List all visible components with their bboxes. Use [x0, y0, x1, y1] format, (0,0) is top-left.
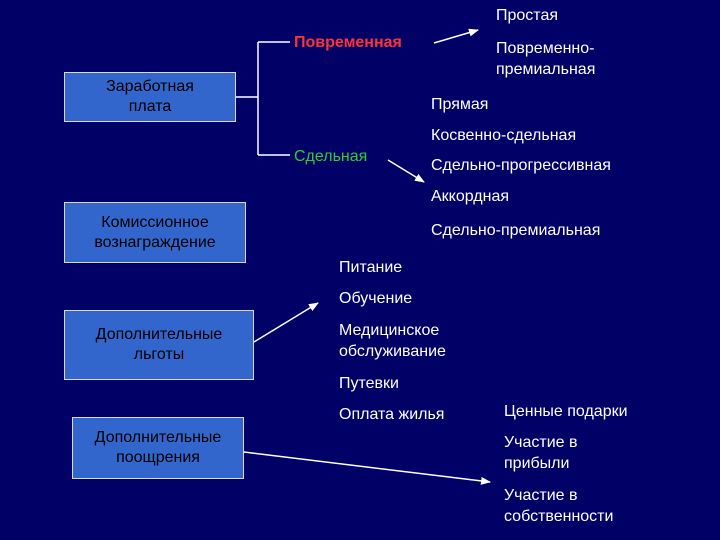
incentives-to-items-arrow: [243, 451, 491, 485]
incentive-item-profit-share: Участие в прибыли: [504, 434, 578, 472]
piece-rate-to-items-arrow: [387, 159, 425, 183]
benefits-box: Дополнительные льготы: [64, 310, 254, 380]
piece-rate-item-direct: Прямая: [431, 96, 489, 113]
commission-box: Комиссионное вознаграждение: [64, 202, 246, 263]
incentive-item-gifts: Ценные подарки: [504, 403, 628, 420]
time-based-to-items-arrow: [433, 28, 479, 44]
salary-box: Заработная плата: [64, 72, 236, 122]
piece-rate-item-lump-sum: Аккордная: [431, 188, 510, 205]
piece-rate-item-premium: Сдельно-премиальная: [431, 222, 601, 239]
benefit-item-food: Питание: [339, 259, 403, 276]
time-based-item-simple: Простая: [496, 7, 559, 24]
piece-rate-item-progressive: Сдельно-прогрессивная: [431, 157, 611, 174]
piece-rate-label: Сдельная: [294, 148, 368, 165]
time-based-item-premium: Повременно- премиальная: [496, 40, 596, 78]
time-based-label: Повременная: [294, 34, 402, 51]
benefit-item-medical: Медицинское обслуживание: [339, 322, 446, 360]
benefit-item-training: Обучение: [339, 290, 413, 307]
benefits-to-items-arrow: [253, 302, 319, 343]
incentives-box: Дополнительные поощрения: [72, 417, 244, 479]
benefit-item-housing: Оплата жилья: [339, 406, 445, 423]
benefit-item-vouchers: Путевки: [339, 375, 399, 392]
incentive-item-ownership: Участие в собственности: [504, 487, 614, 525]
piece-rate-item-indirect: Косвенно-сдельная: [431, 127, 577, 144]
